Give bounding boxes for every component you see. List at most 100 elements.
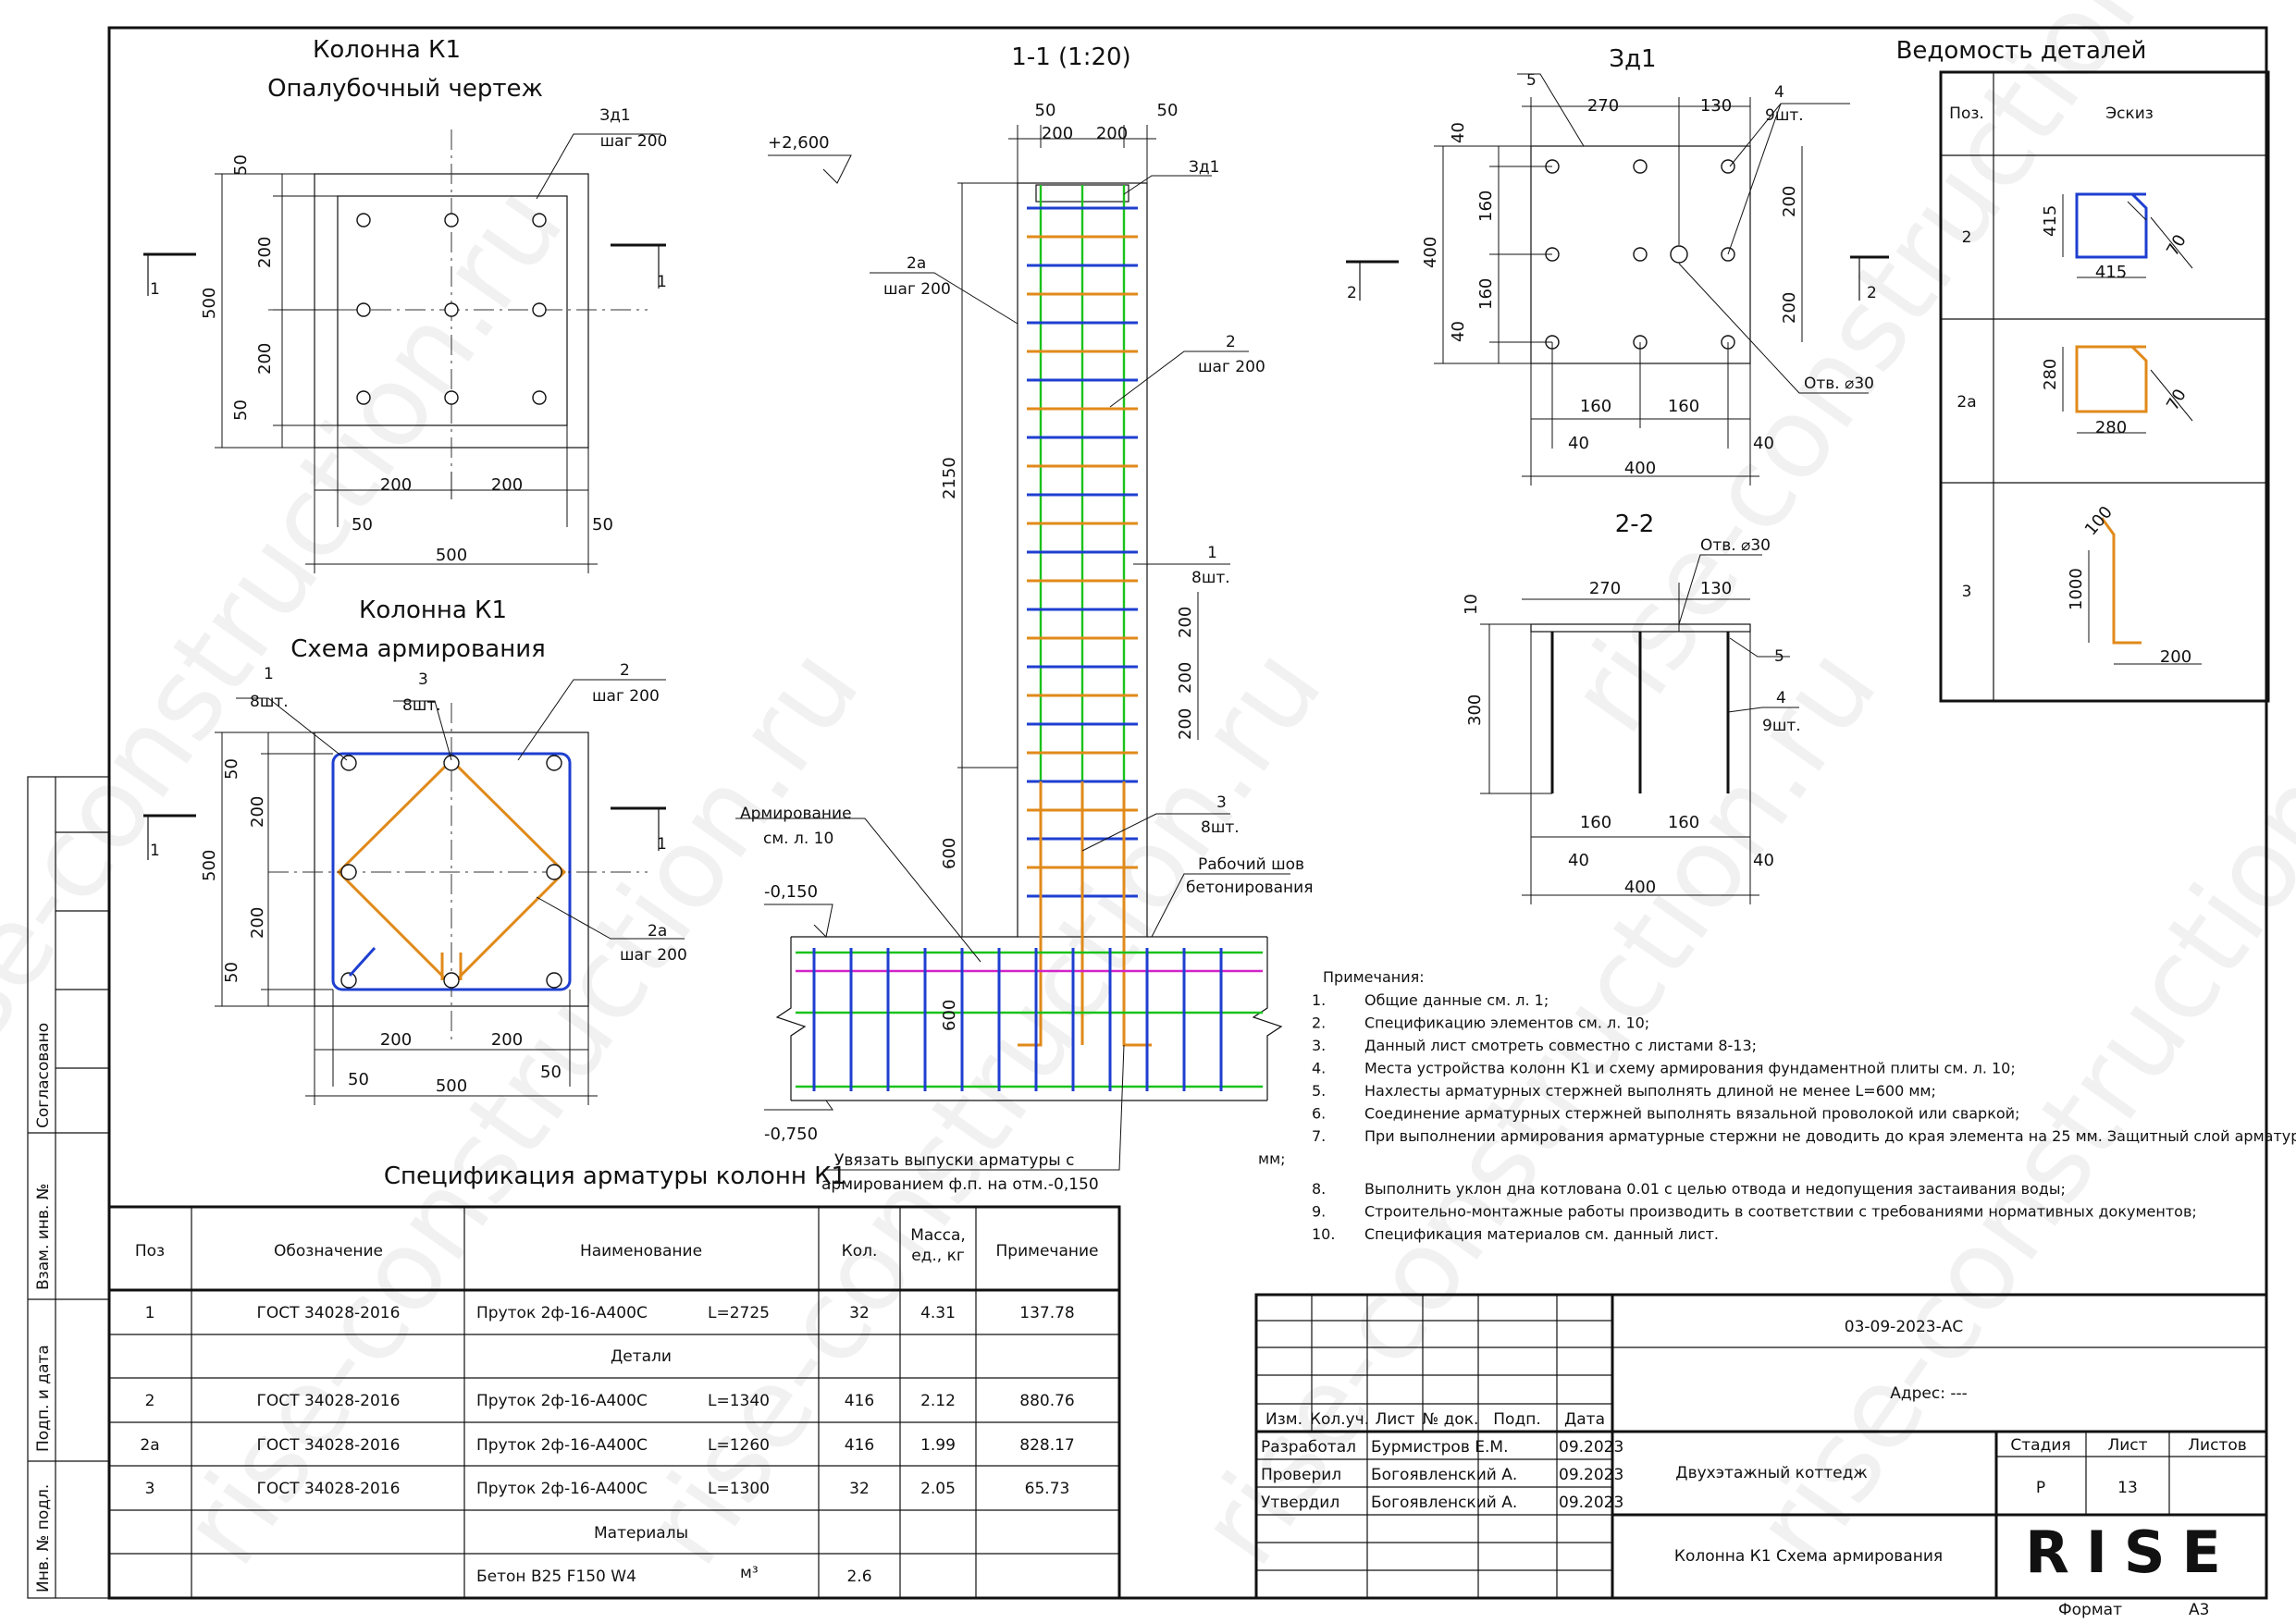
svg-text:см. л. 10: см. л. 10 bbox=[763, 830, 833, 848]
svg-text:880.76: 880.76 bbox=[1019, 1392, 1074, 1410]
svg-text:500: 500 bbox=[200, 850, 219, 881]
svg-text:8шт.: 8шт. bbox=[250, 693, 289, 711]
svg-text:200: 200 bbox=[248, 796, 267, 828]
svg-text:2.12: 2.12 bbox=[920, 1392, 956, 1410]
svg-text:шаг 200: шаг 200 bbox=[592, 687, 660, 706]
svg-text:Зд1: Зд1 bbox=[599, 106, 630, 125]
svg-text:1: 1 bbox=[264, 665, 274, 683]
svg-text:50: 50 bbox=[222, 758, 241, 780]
svg-text:Рабочий шов: Рабочий шов bbox=[1198, 855, 1304, 874]
svg-text:L=1260: L=1260 bbox=[708, 1436, 770, 1455]
svg-text:Дата: Дата bbox=[1564, 1410, 1605, 1429]
svg-text:100: 100 bbox=[2081, 502, 2117, 539]
svg-text:130: 130 bbox=[1700, 96, 1732, 116]
svg-text:8шт.: 8шт. bbox=[402, 696, 441, 715]
svg-text:L=2725: L=2725 bbox=[708, 1304, 770, 1322]
note-text: Спецификация материалов см. данный лист. bbox=[1364, 1225, 1719, 1243]
svg-text:9шт.: 9шт. bbox=[1762, 717, 1801, 735]
svg-text:09.2023: 09.2023 bbox=[1559, 1494, 1623, 1512]
reinforcement-plan: Колонна К1 Схема армирования 1 8шт. 3 8ш… bbox=[143, 596, 687, 1105]
svg-text:200: 200 bbox=[1176, 708, 1195, 740]
svg-text:Кол.: Кол. bbox=[842, 1242, 878, 1260]
svg-text:13: 13 bbox=[2117, 1479, 2138, 1497]
svg-text:40: 40 bbox=[1568, 434, 1589, 453]
note-text: Спецификацию элементов см. л. 10; bbox=[1364, 1014, 1649, 1032]
svg-text:32: 32 bbox=[849, 1480, 870, 1498]
svg-text:280: 280 bbox=[2041, 359, 2060, 390]
formwork-view: Колонна К1 Опалубочный чертеж Зд1 шаг 20… bbox=[143, 36, 667, 573]
svg-text:1: 1 bbox=[657, 273, 667, 291]
note-text: мм; bbox=[1258, 1150, 1286, 1168]
svg-text:70: 70 bbox=[2163, 231, 2191, 259]
svg-text:Богоявленский А.: Богоявленский А. bbox=[1371, 1494, 1517, 1512]
svg-text:-0,750: -0,750 bbox=[764, 1125, 818, 1144]
note-number: 1. bbox=[1312, 991, 1326, 1009]
svg-text:400: 400 bbox=[1421, 237, 1440, 268]
svg-text:200: 200 bbox=[1780, 292, 1799, 324]
sign-date-label: Подп. и дата bbox=[34, 1345, 53, 1452]
mass-header: Масса, ед., кг bbox=[910, 1226, 966, 1265]
svg-text:65.73: 65.73 bbox=[1025, 1480, 1070, 1498]
svg-text:415: 415 bbox=[2095, 263, 2127, 282]
svg-text:500: 500 bbox=[200, 288, 219, 319]
svg-text:шаг 200: шаг 200 bbox=[1198, 358, 1265, 376]
svg-text:Эскиз: Эскиз bbox=[2105, 105, 2154, 123]
svg-text:40: 40 bbox=[1449, 321, 1468, 342]
svg-text:Поз: Поз bbox=[135, 1242, 165, 1260]
svg-text:10: 10 bbox=[1462, 594, 1481, 615]
svg-text:Изм.: Изм. bbox=[1265, 1410, 1302, 1429]
svg-text:160: 160 bbox=[1580, 397, 1611, 416]
address: Адрес: --- bbox=[1890, 1384, 1968, 1403]
watermark: rise-construction.ru rise-construction.r… bbox=[0, 0, 2296, 1588]
svg-text:Армирование: Армирование bbox=[740, 805, 852, 823]
svg-text:ГОСТ 34028-2016: ГОСТ 34028-2016 bbox=[257, 1436, 401, 1455]
svg-text:L=1340: L=1340 bbox=[708, 1392, 770, 1410]
note-text: Строительно-монтажные работы производить… bbox=[1364, 1203, 2197, 1221]
svg-text:L=1300: L=1300 bbox=[708, 1480, 770, 1498]
svg-text:Отв. ⌀30: Отв. ⌀30 bbox=[1804, 375, 1874, 393]
svg-text:Детали: Детали bbox=[611, 1347, 672, 1366]
svg-text:1: 1 bbox=[1207, 544, 1217, 562]
note-number: 7. bbox=[1312, 1127, 1326, 1145]
svg-text:50: 50 bbox=[348, 1070, 369, 1089]
note-text: Выполнить уклон дна котлована 0.01 с цел… bbox=[1364, 1180, 2066, 1198]
svg-text:ГОСТ 34028-2016: ГОСТ 34028-2016 bbox=[257, 1480, 401, 1498]
svg-text:Бетон В25 F150 W4: Бетон В25 F150 W4 bbox=[476, 1568, 636, 1586]
svg-text:200: 200 bbox=[248, 907, 267, 939]
rise-logo: RISE bbox=[2025, 1518, 2238, 1586]
column-outline bbox=[337, 195, 568, 426]
svg-text:2а: 2а bbox=[140, 1436, 159, 1455]
note-number: 2. bbox=[1312, 1014, 1326, 1032]
svg-text:200: 200 bbox=[1176, 662, 1195, 694]
svg-text:9шт.: 9шт. bbox=[1765, 106, 1804, 125]
svg-text:Пруток 2ф-16-А400С: Пруток 2ф-16-А400С bbox=[476, 1304, 648, 1322]
svg-text:09.2023: 09.2023 bbox=[1559, 1466, 1623, 1484]
svg-text:Пруток 2ф-16-А400С: Пруток 2ф-16-А400С bbox=[476, 1392, 648, 1410]
note-text: Соединение арматурных стержней выполнять… bbox=[1364, 1105, 2019, 1123]
svg-text:армированием ф.п. на отм.-0,15: армированием ф.п. на отм.-0,150 bbox=[821, 1175, 1099, 1194]
svg-text:1-1 (1:20): 1-1 (1:20) bbox=[1011, 43, 1130, 71]
svg-text:4: 4 bbox=[1774, 83, 1784, 102]
svg-text:160: 160 bbox=[1476, 191, 1496, 222]
svg-text:270: 270 bbox=[1587, 96, 1619, 116]
svg-text:Примечания:: Примечания: bbox=[1323, 968, 1425, 986]
svg-text:200: 200 bbox=[380, 475, 412, 495]
svg-text:200: 200 bbox=[1096, 124, 1128, 143]
svg-text:№ док.: № док. bbox=[1423, 1410, 1479, 1429]
svg-text:200: 200 bbox=[2160, 647, 2191, 667]
svg-text:1.99: 1.99 bbox=[920, 1436, 956, 1455]
svg-text:5: 5 bbox=[1526, 71, 1537, 90]
svg-text:Пруток 2ф-16-А400С: Пруток 2ф-16-А400С bbox=[476, 1436, 648, 1455]
svg-text:2150: 2150 bbox=[940, 457, 959, 499]
svg-text:50: 50 bbox=[352, 515, 373, 535]
svg-text:200: 200 bbox=[491, 1030, 523, 1050]
svg-text:Формат: Формат bbox=[2058, 1601, 2122, 1619]
svg-text:400: 400 bbox=[1624, 878, 1656, 897]
svg-text:2.05: 2.05 bbox=[920, 1480, 956, 1498]
svg-text:Обозначение: Обозначение bbox=[274, 1242, 383, 1260]
sheet-name: Колонна К1 Схема армирования bbox=[1674, 1547, 1943, 1566]
svg-text:Проверил: Проверил bbox=[1261, 1466, 1341, 1484]
svg-text:ГОСТ 34028-2016: ГОСТ 34028-2016 bbox=[257, 1304, 401, 1322]
svg-text:280: 280 bbox=[2095, 418, 2127, 437]
svg-text:1000: 1000 bbox=[2067, 568, 2086, 610]
